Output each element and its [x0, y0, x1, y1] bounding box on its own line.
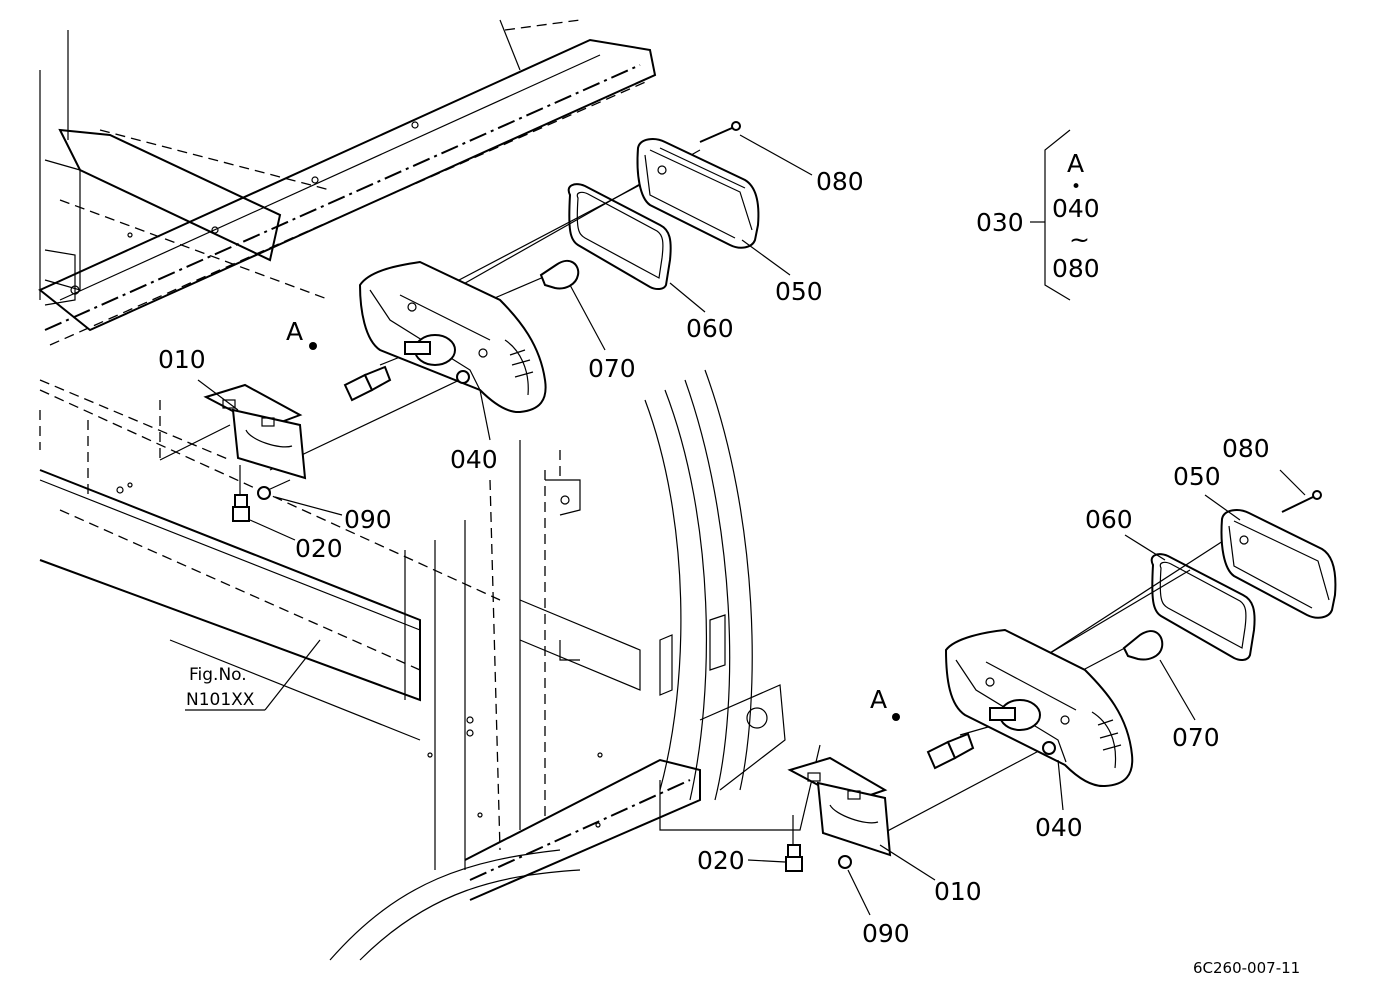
label-090-upper: 090 [344, 505, 392, 534]
label-090-lower: 090 [862, 919, 910, 948]
label-010-upper: 010 [158, 345, 206, 374]
assembly-tilde: ~ [1069, 225, 1090, 254]
label-030-assembly: 030 [976, 208, 1024, 237]
callout-leaders [185, 129, 1306, 916]
label-080-lower: 080 [1222, 434, 1270, 463]
fig-ref-line1: Fig.No. [189, 665, 247, 685]
assembly-dot: • [1071, 177, 1081, 197]
label-020-upper: 020 [295, 534, 343, 563]
label-a-upper: A [286, 317, 303, 346]
label-080-upper: 080 [816, 167, 864, 196]
assembly-to: 080 [1052, 254, 1100, 283]
cab-frame [38, 19, 786, 961]
assembly-from: 040 [1052, 194, 1100, 223]
label-070-lower: 070 [1172, 723, 1220, 752]
label-040-lower: 040 [1035, 813, 1083, 842]
label-060-upper: 060 [686, 314, 734, 343]
assembly-label-a: A [1067, 149, 1084, 178]
label-040-upper: 040 [450, 445, 498, 474]
lamp-assembly-lower [659, 490, 1337, 872]
label-070-upper: 070 [588, 354, 636, 383]
label-a-lower: A [870, 685, 887, 714]
fig-ref-line2: N101XX [186, 690, 255, 710]
label-050-lower: 050 [1173, 462, 1221, 491]
drawing-code: 6C260-007-11 [1193, 959, 1300, 977]
label-050-upper: 050 [775, 277, 823, 306]
label-060-lower: 060 [1085, 505, 1133, 534]
callout-labels: 080 050 060 070 040 010 090 020 A 080 05… [158, 149, 1300, 977]
lamp-assembly-upper [159, 121, 760, 522]
label-020-lower: 020 [697, 846, 745, 875]
label-010-lower: 010 [934, 877, 982, 906]
